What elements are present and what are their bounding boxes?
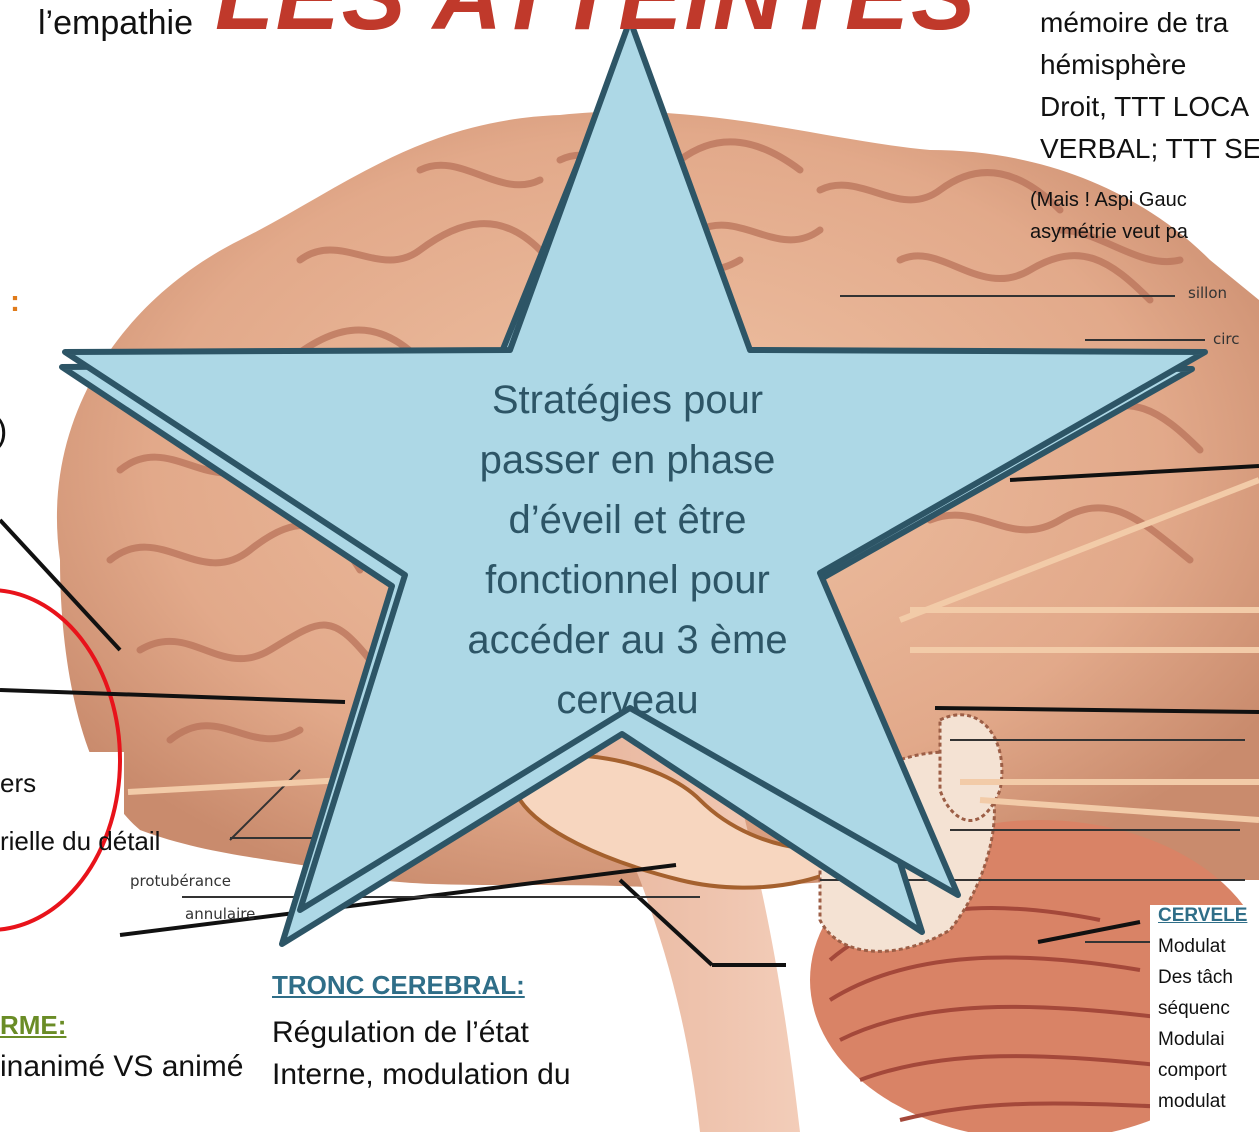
bottom-left-heading: RME: (0, 1010, 66, 1041)
cervelet-line: Des tâch (1158, 962, 1233, 993)
cervelet-line: Modulai (1158, 1024, 1233, 1055)
cervelet-line: modulat (1158, 1086, 1233, 1117)
top-right-line: Droit, TTT LOCA (1040, 86, 1259, 128)
label-protuberance: protubérance (130, 872, 231, 890)
label-annulaire: annulaire (185, 905, 255, 923)
cervelet-line: comport (1158, 1055, 1233, 1086)
tronc-line: Régulation de l’état (272, 1012, 571, 1054)
label-sillon: sillon (1188, 284, 1227, 302)
paren-fragment: ) (0, 412, 7, 451)
top-right-line: VERBAL; TTT SE (1040, 128, 1259, 170)
cervelet-body: Modulat Des tâch séquenc Modulai comport… (1158, 931, 1233, 1117)
cervelet-heading: CERVELE (1158, 905, 1247, 927)
cervelet-block: CERVELE Modulat Des tâch séquenc Modulai… (1150, 905, 1259, 1132)
cervelet-line: séquenc (1158, 993, 1233, 1024)
tronc-body: Régulation de l’état Interne, modulation… (272, 1012, 571, 1096)
top-right-small-line: (Mais ! Aspi Gauc (1030, 184, 1188, 216)
ers-fragment: ers (0, 768, 36, 799)
top-right-small-line: asymétrie veut pa (1030, 216, 1188, 248)
top-right-line: hémisphère (1040, 44, 1259, 86)
top-right-block: mémoire de tra hémisphère Droit, TTT LOC… (1040, 2, 1259, 170)
star-text: Stratégies pour passer en phase d’éveil … (450, 370, 805, 730)
tronc-heading: TRONC CEREBRAL: (272, 970, 525, 1001)
detail-fragment: rielle du détail (0, 826, 160, 857)
top-right-line: mémoire de tra (1040, 2, 1259, 44)
label-circ: circ (1213, 330, 1240, 348)
empathie-text: l’empathie (38, 4, 193, 43)
orange-colon: : (10, 285, 20, 319)
tronc-line: Interne, modulation du (272, 1054, 571, 1096)
top-right-small-block: (Mais ! Aspi Gauc asymétrie veut pa (1030, 184, 1188, 248)
slide-title: LES ATTEINTES (215, 0, 977, 52)
bottom-left-line: inanimé VS animé (0, 1050, 243, 1084)
cervelet-line: Modulat (1158, 931, 1233, 962)
